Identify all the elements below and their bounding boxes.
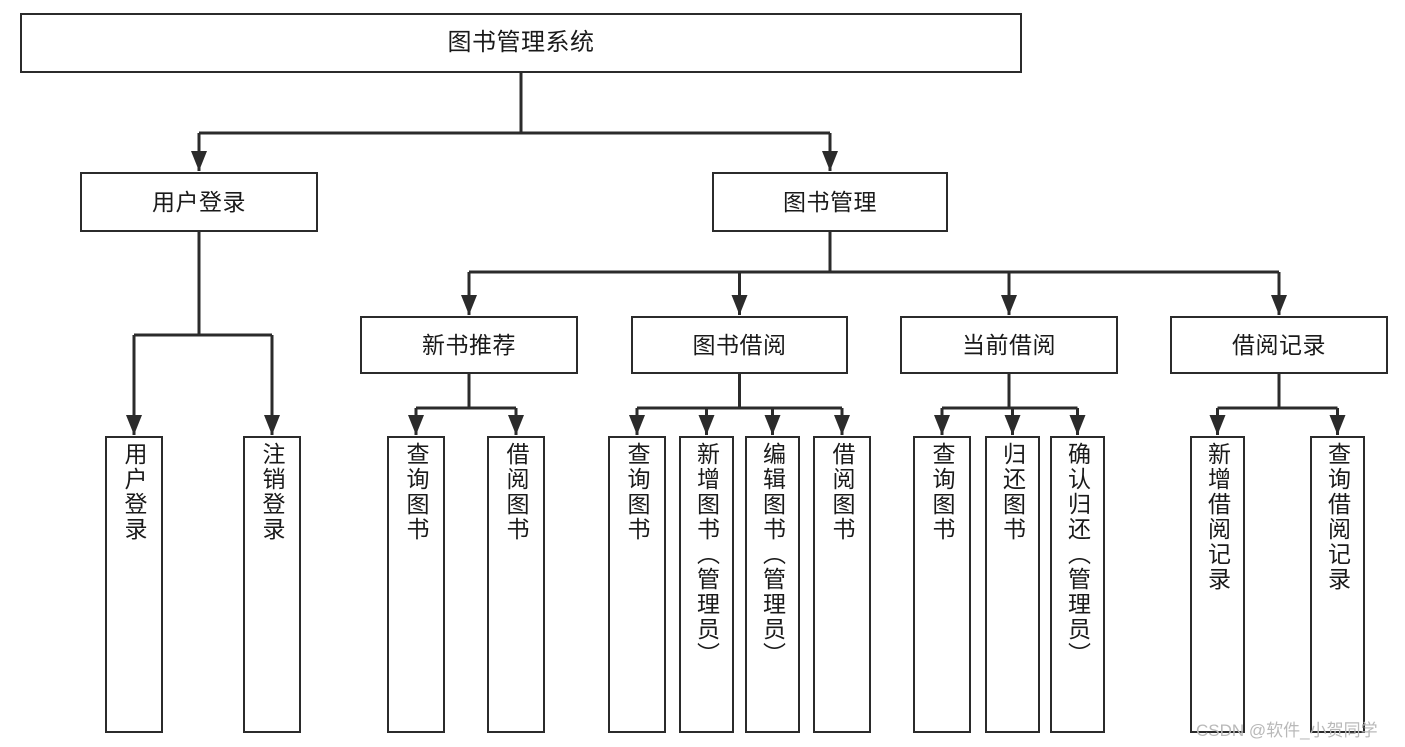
- arrowhead: [508, 415, 524, 435]
- node-leaf-query-record[interactable]: 查询借阅记录: [1310, 436, 1365, 733]
- arrowhead: [731, 295, 748, 315]
- node-leaf-edit-book[interactable]: 编辑图书（管理员）: [745, 436, 800, 733]
- node-label: 编辑图书（管理员）: [759, 442, 786, 667]
- arrowhead: [629, 415, 645, 435]
- node-leaf-borrow-book-2[interactable]: 借阅图书: [813, 436, 871, 733]
- arrowhead: [126, 415, 142, 435]
- node-leaf-query-book-2[interactable]: 查询图书: [608, 436, 666, 733]
- node-label: 借阅图书: [503, 442, 530, 542]
- node-leaf-add-book[interactable]: 新增图书（管理员）: [679, 436, 734, 733]
- arrowhead: [1004, 415, 1021, 435]
- node-leaf-add-record[interactable]: 新增借阅记录: [1190, 436, 1245, 733]
- node-label: 归还图书: [999, 442, 1026, 542]
- node-label: 借阅图书: [829, 442, 856, 542]
- node-label: 新增图书（管理员）: [693, 442, 720, 667]
- arrowhead: [698, 415, 715, 435]
- node-book-borrow[interactable]: 图书借阅: [631, 316, 848, 374]
- node-label: 图书管理系统: [447, 29, 595, 57]
- arrowhead: [461, 295, 477, 315]
- arrowhead: [1209, 415, 1226, 435]
- node-leaf-return-book[interactable]: 归还图书: [985, 436, 1040, 733]
- node-label: 用户登录: [152, 188, 246, 215]
- node-label: 查询借阅记录: [1324, 442, 1351, 592]
- node-label: 新书推荐: [422, 331, 516, 358]
- node-label: 图书管理: [783, 188, 877, 215]
- node-root[interactable]: 图书管理系统: [20, 13, 1022, 73]
- node-label: 用户登录: [121, 442, 148, 542]
- node-label: 查询图书: [929, 442, 956, 542]
- node-current-borrow[interactable]: 当前借阅: [900, 316, 1118, 374]
- node-book-manage[interactable]: 图书管理: [712, 172, 948, 232]
- arrowhead: [191, 151, 207, 171]
- arrowhead: [408, 415, 424, 435]
- node-borrow-record[interactable]: 借阅记录: [1170, 316, 1388, 374]
- arrowhead: [822, 151, 838, 171]
- node-label: 借阅记录: [1232, 331, 1326, 358]
- node-label: 当前借阅: [962, 331, 1056, 358]
- node-label: 注销登录: [259, 442, 286, 542]
- node-new-book-rec[interactable]: 新书推荐: [360, 316, 578, 374]
- node-leaf-user-logout[interactable]: 注销登录: [243, 436, 301, 733]
- node-label: 图书借阅: [692, 331, 787, 358]
- node-label: 确认归还（管理员）: [1064, 442, 1091, 667]
- node-label: 查询图书: [624, 442, 651, 542]
- node-leaf-query-book-1[interactable]: 查询图书: [387, 436, 445, 733]
- arrowhead: [764, 415, 781, 435]
- node-leaf-query-book-3[interactable]: 查询图书: [913, 436, 971, 733]
- node-user-login[interactable]: 用户登录: [80, 172, 318, 232]
- node-leaf-user-login[interactable]: 用户登录: [105, 436, 163, 733]
- arrowhead: [1329, 415, 1346, 435]
- arrowhead: [264, 415, 280, 435]
- arrowhead: [834, 415, 850, 435]
- arrowhead: [934, 415, 950, 435]
- node-label: 新增借阅记录: [1204, 442, 1231, 592]
- node-label: 查询图书: [403, 442, 430, 542]
- arrowhead: [1271, 295, 1287, 315]
- node-leaf-confirm-return[interactable]: 确认归还（管理员）: [1050, 436, 1105, 733]
- node-leaf-borrow-book-1[interactable]: 借阅图书: [487, 436, 545, 733]
- arrowhead: [1001, 295, 1017, 315]
- arrowhead: [1069, 415, 1086, 435]
